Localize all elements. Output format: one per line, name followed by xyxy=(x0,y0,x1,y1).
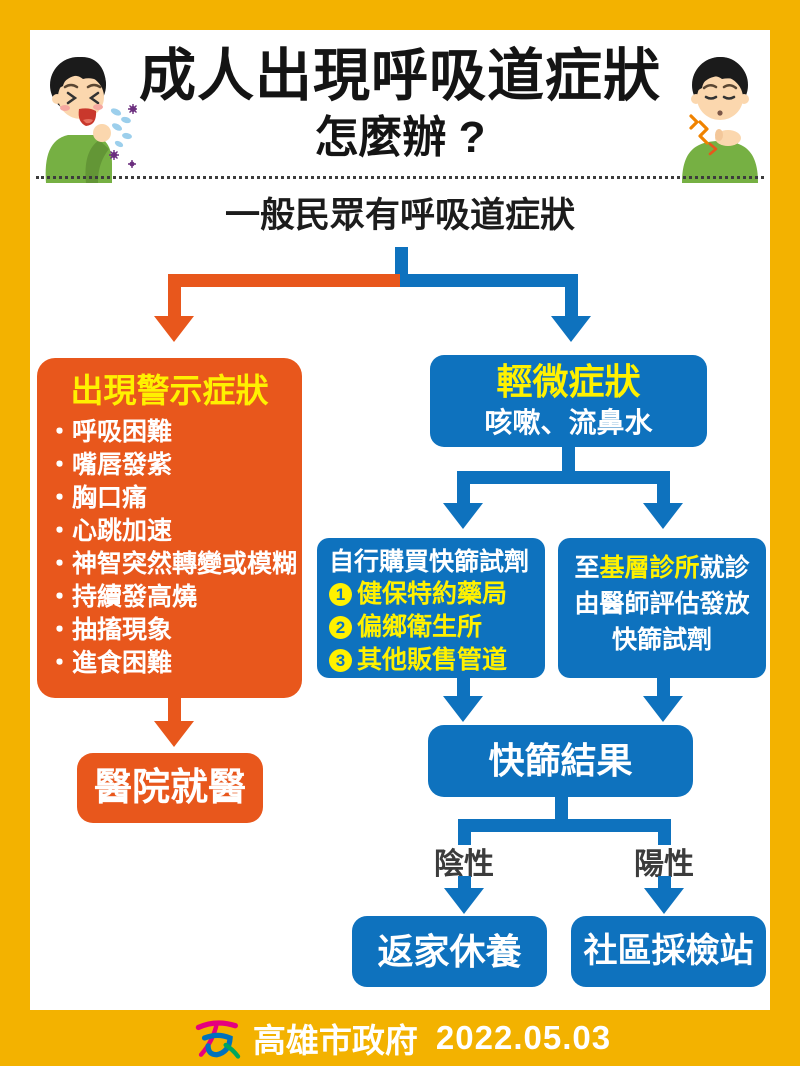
purchase-channel-item: 2 偏鄉衛生所 xyxy=(329,611,545,644)
symptom-item: 嘴唇發紫 xyxy=(47,449,296,482)
connector-warning-to-hospital xyxy=(168,697,181,723)
connector-selfbuy-drop xyxy=(457,471,470,505)
connector-warning-drop xyxy=(168,274,181,318)
clinic-line1-highlight: 基層診所 xyxy=(599,554,700,582)
footer-date: 2022.05.03 xyxy=(435,1019,612,1056)
arrow-to-home xyxy=(444,888,484,914)
symptom-item: 持續發高燒 xyxy=(47,581,296,614)
arrow-to-hospital xyxy=(154,721,194,747)
connector-root-stem xyxy=(395,247,408,281)
connector-negative-stub xyxy=(458,819,471,845)
coughing-man-icon xyxy=(45,57,137,183)
warning-box-title: 出現警示症狀 xyxy=(70,372,269,409)
arrow-clinic-result xyxy=(643,696,683,722)
negative-label: 陰性 xyxy=(434,848,494,881)
channel-number-badge: 3 xyxy=(329,649,352,672)
clinic-line1-prefix: 至 xyxy=(574,554,600,582)
connector-split-right xyxy=(400,274,578,287)
warning-symptom-list: 呼吸困難 嘴唇發紫 胸口痛 心跳加速 神智突然轉變或模糊 持續發高燒 抽搐現象 … xyxy=(37,416,302,680)
connector-positive-stub xyxy=(658,819,671,845)
symptom-item: 心跳加速 xyxy=(47,515,296,548)
test-result-box: 快篩結果 xyxy=(428,725,693,797)
connector-clinic-to-result xyxy=(657,678,670,698)
mild-symptoms-box: 輕微症狀 咳嗽、流鼻水 xyxy=(430,355,707,447)
arrow-to-warning xyxy=(154,316,194,342)
arrow-to-mild xyxy=(551,316,591,342)
hospital-box: 醫院就醫 xyxy=(77,753,263,823)
kaohsiung-city-logo-icon xyxy=(189,1016,243,1060)
channel-number-badge: 2 xyxy=(329,616,352,639)
self-purchase-title: 自行購買快篩試劑 xyxy=(329,548,530,576)
connector-negative-arrow-shaft xyxy=(458,876,471,890)
symptom-item: 抽搐現象 xyxy=(47,614,296,647)
page-subtitle: 怎麼辦 ? xyxy=(314,113,486,162)
arrow-to-station xyxy=(644,888,684,914)
testing-station-box: 社區採檢站 xyxy=(571,916,766,987)
symptom-item: 進食困難 xyxy=(47,647,296,680)
connector-split-left xyxy=(168,274,400,287)
mild-box-subtitle: 咳嗽、流鼻水 xyxy=(484,407,653,438)
warning-symptoms-box: 出現警示症狀 呼吸困難 嘴唇發紫 胸口痛 心跳加速 神智突然轉變或模糊 持續發高… xyxy=(37,358,302,698)
connector-clinic-drop xyxy=(657,471,670,505)
connector-mild-split xyxy=(457,471,670,484)
symptom-item: 胸口痛 xyxy=(47,482,296,515)
symptom-item: 神智突然轉變或模糊 xyxy=(47,548,297,581)
self-purchase-box: 自行購買快篩試劑 1 健保特約藥局 2 偏鄉衛生所 3 其他販售管道 xyxy=(317,538,545,678)
connector-selfbuy-to-result xyxy=(457,678,470,698)
connector-positive-arrow-shaft xyxy=(658,876,671,890)
channel-label: 其他販售管道 xyxy=(357,646,508,674)
purchase-channel-item: 3 其他販售管道 xyxy=(329,644,545,677)
flow-root-label: 一般民眾有呼吸道症狀 xyxy=(224,196,575,235)
clinic-line2: 由醫師評估發放 xyxy=(574,590,750,618)
positive-label: 陽性 xyxy=(634,848,694,881)
clinic-box: 至基層診所就診 由醫師評估發放 快篩試劑 xyxy=(558,538,766,678)
arrow-selfbuy-result xyxy=(443,696,483,722)
page-title: 成人出現呼吸道症狀 xyxy=(139,44,661,108)
sore-throat-man-illustration xyxy=(672,52,768,184)
channel-label: 健保特約藥局 xyxy=(357,580,508,608)
arrow-to-clinic xyxy=(643,503,683,529)
connector-result-split xyxy=(458,819,671,832)
purchase-channel-item: 1 健保特約藥局 xyxy=(329,578,545,611)
coughing-man-illustration xyxy=(32,52,137,184)
channel-number-badge: 1 xyxy=(329,583,352,606)
footer-org-name: 高雄市政府 xyxy=(252,1022,418,1059)
header-divider xyxy=(36,176,764,179)
rest-at-home-box: 返家休養 xyxy=(352,916,547,987)
clinic-line1: 至基層診所就診 xyxy=(558,550,766,586)
mild-box-title: 輕微症狀 xyxy=(496,361,641,402)
footer: 高雄市政府 2022.05.03 xyxy=(0,1010,800,1066)
sore-throat-man-icon xyxy=(682,57,758,183)
symptom-item: 呼吸困難 xyxy=(47,416,296,449)
clinic-line1-suffix: 就診 xyxy=(699,554,750,582)
channel-label: 偏鄉衛生所 xyxy=(357,613,483,641)
connector-mild-drop xyxy=(565,274,578,318)
clinic-line3: 快篩試劑 xyxy=(611,626,712,654)
arrow-to-selfbuy xyxy=(443,503,483,529)
